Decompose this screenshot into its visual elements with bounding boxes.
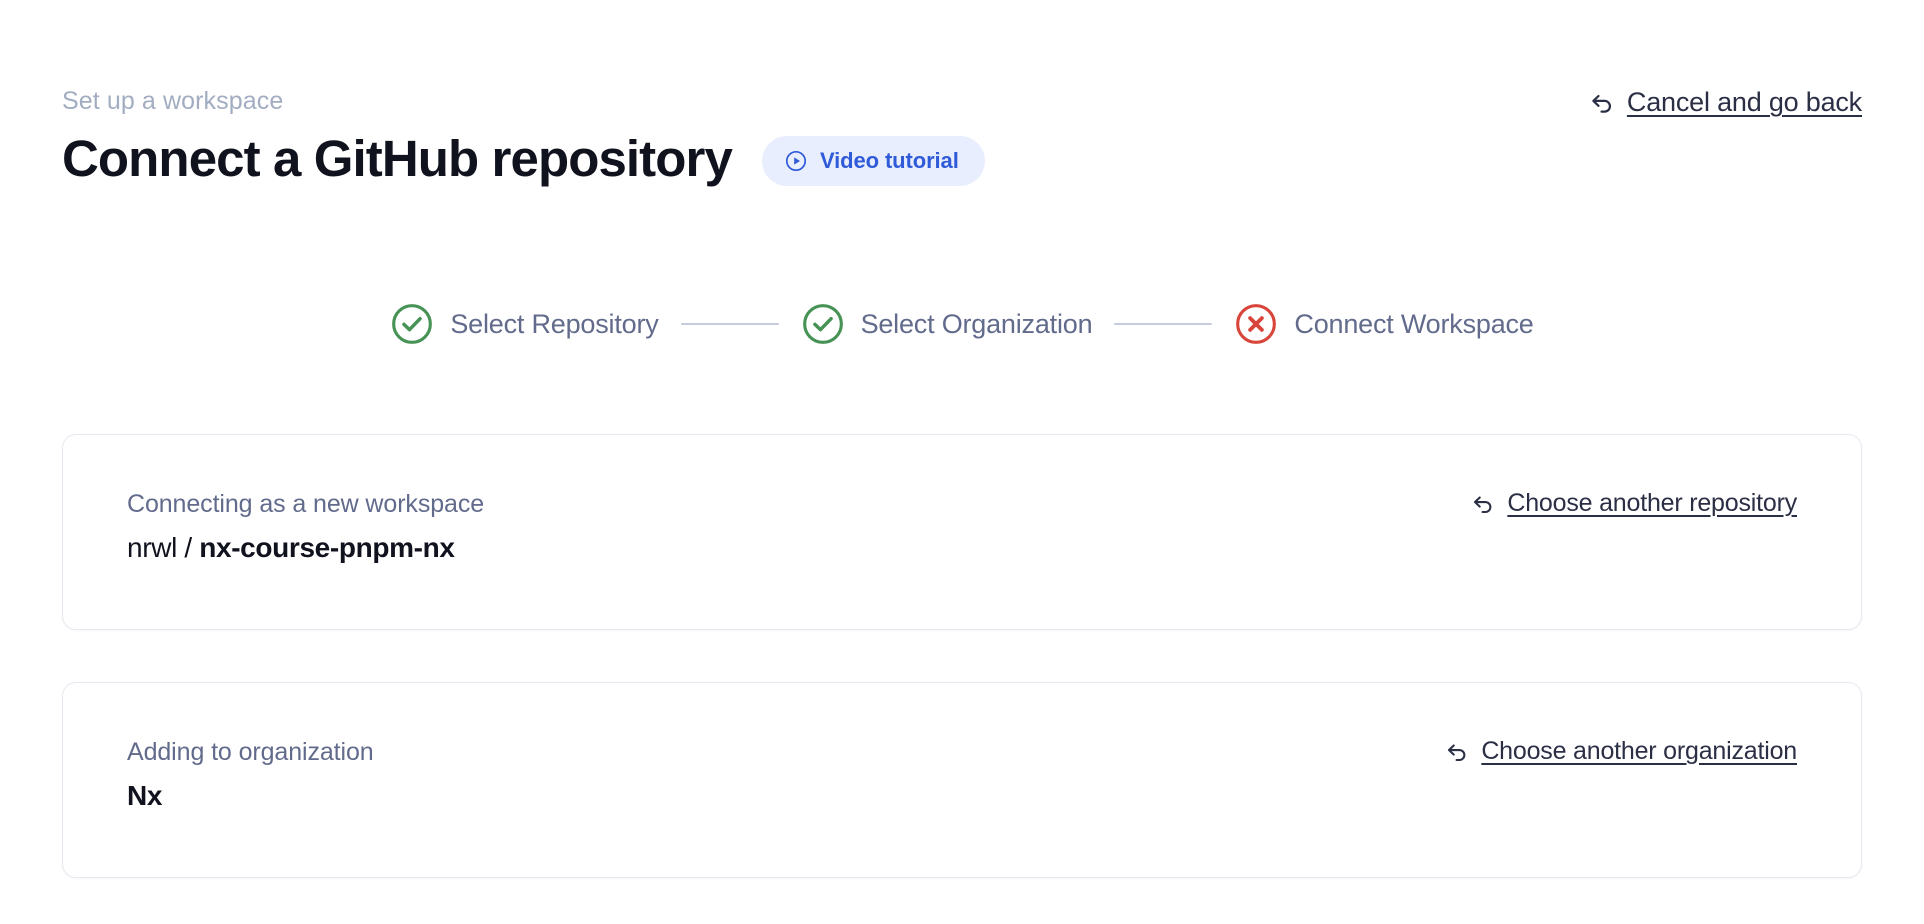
stepper-label-connect-workspace: Connect Workspace [1294, 308, 1534, 339]
check-circle-icon [390, 302, 434, 346]
stepper-step-select-organization[interactable]: Select Organization [801, 302, 1093, 346]
repository-card-body: Connecting as a new workspace nrwl / nx-… [127, 435, 484, 567]
stepper-step-select-repository[interactable]: Select Repository [390, 302, 659, 346]
organization-card-body: Adding to organization Nx [127, 683, 374, 815]
choose-another-repository-link[interactable]: Choose another repository [1470, 435, 1797, 518]
check-circle-icon [801, 302, 845, 346]
organization-card: Adding to organization Nx Choose another… [62, 682, 1862, 878]
organization-card-value: Nx [127, 778, 374, 814]
organization-name: Nx [127, 780, 163, 812]
repository-name: nx-course-pnpm-nx [199, 532, 455, 564]
stepper-step-connect-workspace[interactable]: Connect Workspace [1234, 302, 1534, 346]
title-row: Connect a GitHub repository Video tutori… [62, 130, 1862, 189]
repository-card-kicker: Connecting as a new workspace [127, 490, 485, 518]
arrow-uturn-left-icon [1444, 739, 1470, 765]
choose-another-organization-link[interactable]: Choose another organization [1444, 683, 1797, 766]
stepper-connector-1 [680, 323, 779, 325]
organization-card-kicker: Adding to organization [127, 738, 374, 766]
arrow-uturn-left-icon [1470, 491, 1496, 517]
arrow-uturn-left-icon [1588, 89, 1616, 117]
cancel-and-go-back-link[interactable]: Cancel and go back [1588, 87, 1862, 118]
play-circle-icon [784, 149, 808, 173]
video-tutorial-button[interactable]: Video tutorial [761, 136, 985, 187]
stepper-connector-2 [1114, 323, 1213, 325]
repository-card-value: nrwl / nx-course-pnpm-nx [127, 530, 484, 566]
choose-another-repository-label: Choose another repository [1507, 489, 1797, 517]
page-header: Set up a workspace Connect a GitHub repo… [62, 86, 1862, 189]
breadcrumb-eyebrow: Set up a workspace [62, 87, 284, 115]
page-title: Connect a GitHub repository [62, 130, 733, 187]
x-circle-icon [1234, 302, 1278, 346]
choose-another-organization-label: Choose another organization [1481, 737, 1797, 765]
repository-card: Connecting as a new workspace nrwl / nx-… [62, 434, 1862, 630]
repository-owner: nrwl / [127, 532, 200, 564]
video-tutorial-label: Video tutorial [819, 148, 959, 174]
progress-stepper: Select Repository Select Organization Co… [0, 302, 1924, 346]
cancel-and-go-back-label: Cancel and go back [1626, 87, 1862, 117]
stepper-label-select-repository: Select Repository [450, 308, 659, 339]
stepper-label-select-organization: Select Organization [860, 308, 1093, 339]
